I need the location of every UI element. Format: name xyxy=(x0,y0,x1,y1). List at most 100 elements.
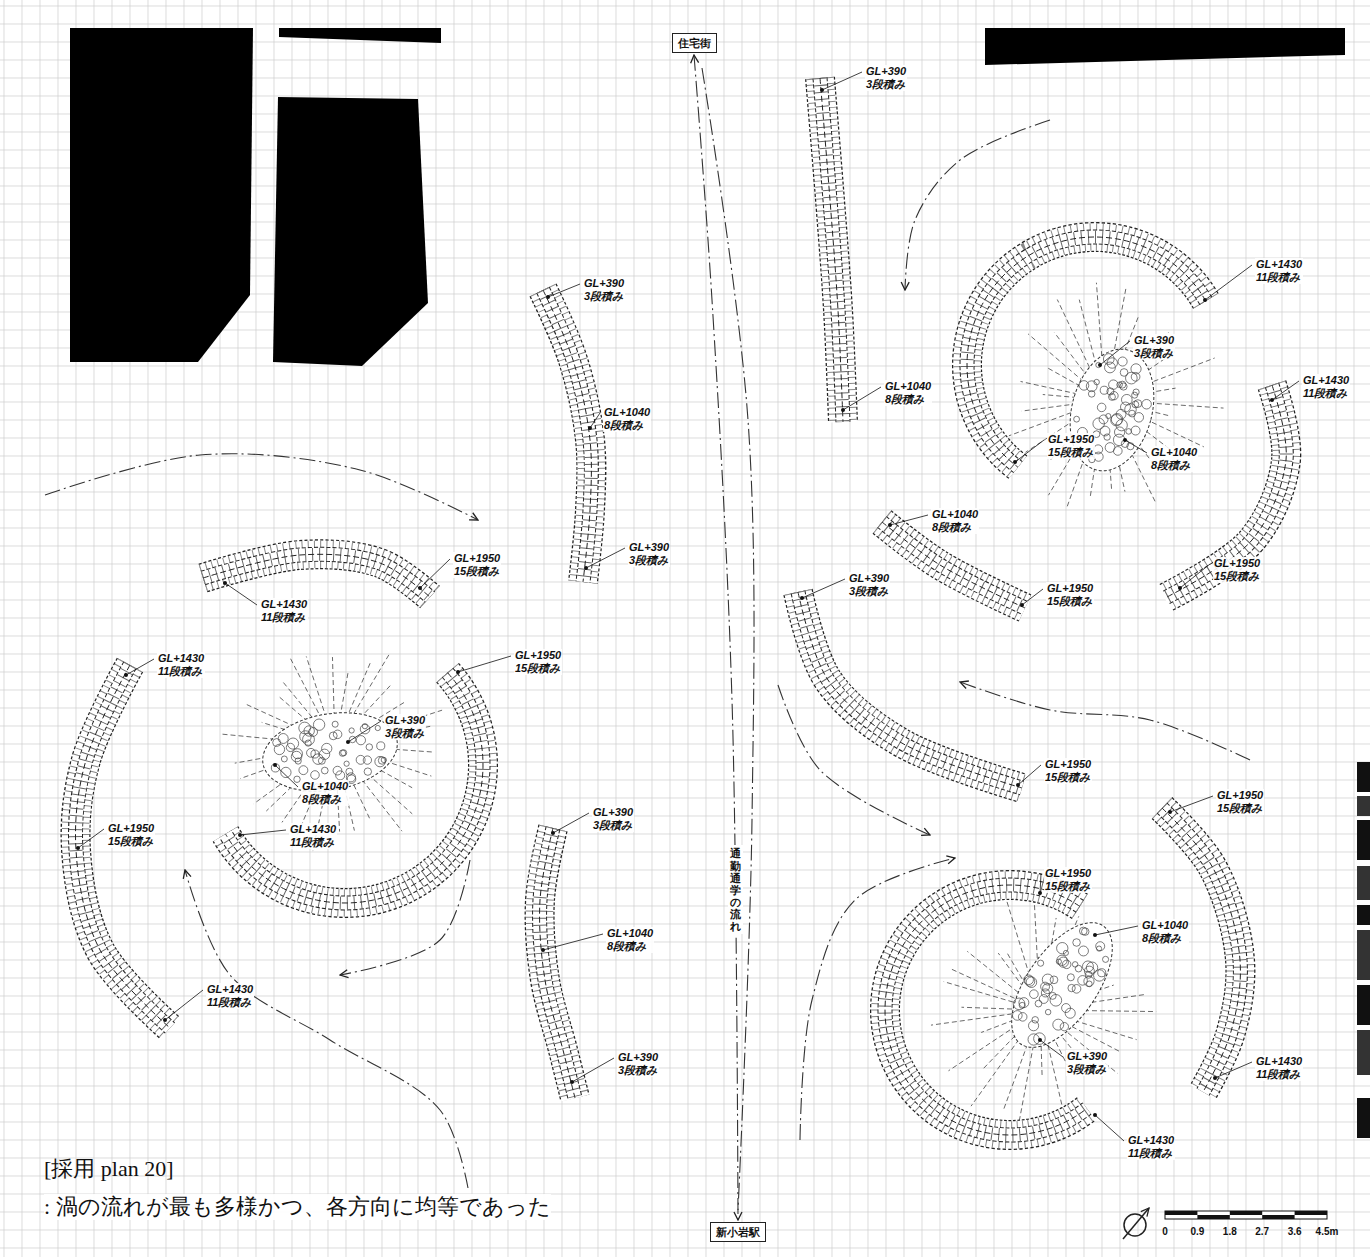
stone xyxy=(1050,976,1058,984)
flow-arrow xyxy=(185,870,468,1188)
grid-line xyxy=(544,0,545,1257)
stone xyxy=(1079,946,1089,956)
wall-layer xyxy=(798,592,1022,788)
stone xyxy=(1067,974,1074,981)
leader-dot xyxy=(570,1080,574,1084)
wall-layer xyxy=(75,665,170,1028)
leader-dot xyxy=(800,596,804,600)
photo-strip xyxy=(1357,905,1370,925)
wall-layer xyxy=(1162,808,1240,1092)
stone xyxy=(303,733,315,745)
grid-line xyxy=(0,870,1370,871)
photo-strip xyxy=(1357,762,1370,792)
stone xyxy=(375,756,385,766)
radial-line xyxy=(931,1013,1020,1025)
leader-line xyxy=(165,990,203,1020)
grid-line xyxy=(0,672,1370,673)
wall-layer xyxy=(543,290,591,582)
wall-layer xyxy=(543,290,591,582)
leader-line xyxy=(240,830,286,835)
stone xyxy=(333,730,342,739)
stone xyxy=(1103,956,1109,962)
grid-line xyxy=(0,888,1370,889)
scale-label: 3.6 xyxy=(1288,1226,1302,1238)
stone xyxy=(1084,966,1094,976)
wall-layer xyxy=(967,237,1206,467)
wall-layer xyxy=(882,522,1025,608)
wall-layer xyxy=(882,522,1025,608)
wall-layer xyxy=(1165,385,1286,598)
leader-line xyxy=(1040,874,1041,893)
stacked-stone-wall xyxy=(75,665,170,1028)
grid-line xyxy=(0,690,1370,691)
grid-line xyxy=(58,0,59,1257)
leader-line xyxy=(458,656,511,672)
stone xyxy=(1079,381,1089,391)
stone xyxy=(1126,429,1132,435)
leader-line xyxy=(1100,341,1130,365)
stone xyxy=(1039,995,1048,1004)
grid-line xyxy=(0,1068,1370,1069)
grid-line xyxy=(940,0,941,1257)
leader-line xyxy=(586,548,625,568)
leader-dot xyxy=(1038,1038,1042,1042)
scale-bar xyxy=(1165,1211,1327,1219)
scale-label: 4.5m xyxy=(1316,1226,1339,1238)
leader-line xyxy=(1272,381,1299,400)
stone xyxy=(1094,970,1105,981)
grid-line xyxy=(958,0,959,1257)
stone xyxy=(362,724,367,729)
leader-line xyxy=(1022,589,1043,605)
leader-line xyxy=(1095,926,1138,935)
stone xyxy=(274,744,284,754)
grid-line xyxy=(1318,0,1319,1257)
leader-line xyxy=(1095,1115,1124,1141)
stone xyxy=(1131,426,1140,435)
wall-layer xyxy=(75,665,170,1028)
stone xyxy=(1057,943,1068,954)
grid-line xyxy=(0,726,1370,727)
wall-layer xyxy=(225,673,483,903)
stone xyxy=(356,755,365,764)
stone xyxy=(1094,379,1099,384)
stone xyxy=(299,766,308,775)
grid-line xyxy=(778,0,779,1257)
height-annotation: GL+1040 8段積み xyxy=(931,508,979,534)
height-annotation: GL+1040 8段積み xyxy=(606,927,654,953)
height-annotation: GL+1950 15段積み xyxy=(1044,867,1092,893)
stacked-stone-wall xyxy=(1162,808,1240,1092)
leader-line xyxy=(822,72,862,90)
wall-layer xyxy=(1165,385,1286,598)
stone xyxy=(1075,965,1082,972)
grid-line xyxy=(0,1248,1370,1249)
wall-layer xyxy=(543,290,591,582)
wall-layer xyxy=(540,828,575,1098)
wall-layer xyxy=(225,673,483,903)
grid-line xyxy=(0,960,1370,961)
height-annotation: GL+1430 11段積み xyxy=(157,652,205,678)
leader-dot xyxy=(238,833,242,837)
grid-line xyxy=(0,600,1370,601)
leader-dot xyxy=(1270,398,1274,402)
commute-line xyxy=(702,68,754,1210)
leader-lines xyxy=(76,72,1299,1141)
wall-layer xyxy=(543,290,591,582)
leader-dot xyxy=(584,566,588,570)
stone xyxy=(1084,976,1094,986)
radial-line xyxy=(967,951,1024,997)
buildings xyxy=(70,28,1345,366)
leader-dot xyxy=(1168,810,1172,814)
wall-layer xyxy=(75,665,170,1028)
grid-line xyxy=(0,1014,1370,1015)
wall-layer xyxy=(203,554,430,597)
stone xyxy=(1030,990,1039,999)
leader-dot xyxy=(546,295,550,299)
wall-layer xyxy=(882,522,1025,608)
grid-line xyxy=(454,0,455,1257)
stone xyxy=(295,758,301,764)
grid-line xyxy=(976,0,977,1257)
stone xyxy=(1043,983,1053,993)
grid-line xyxy=(0,834,1370,835)
height-annotation: GL+1430 11段積み xyxy=(289,823,337,849)
flow-arrow xyxy=(800,858,955,1140)
